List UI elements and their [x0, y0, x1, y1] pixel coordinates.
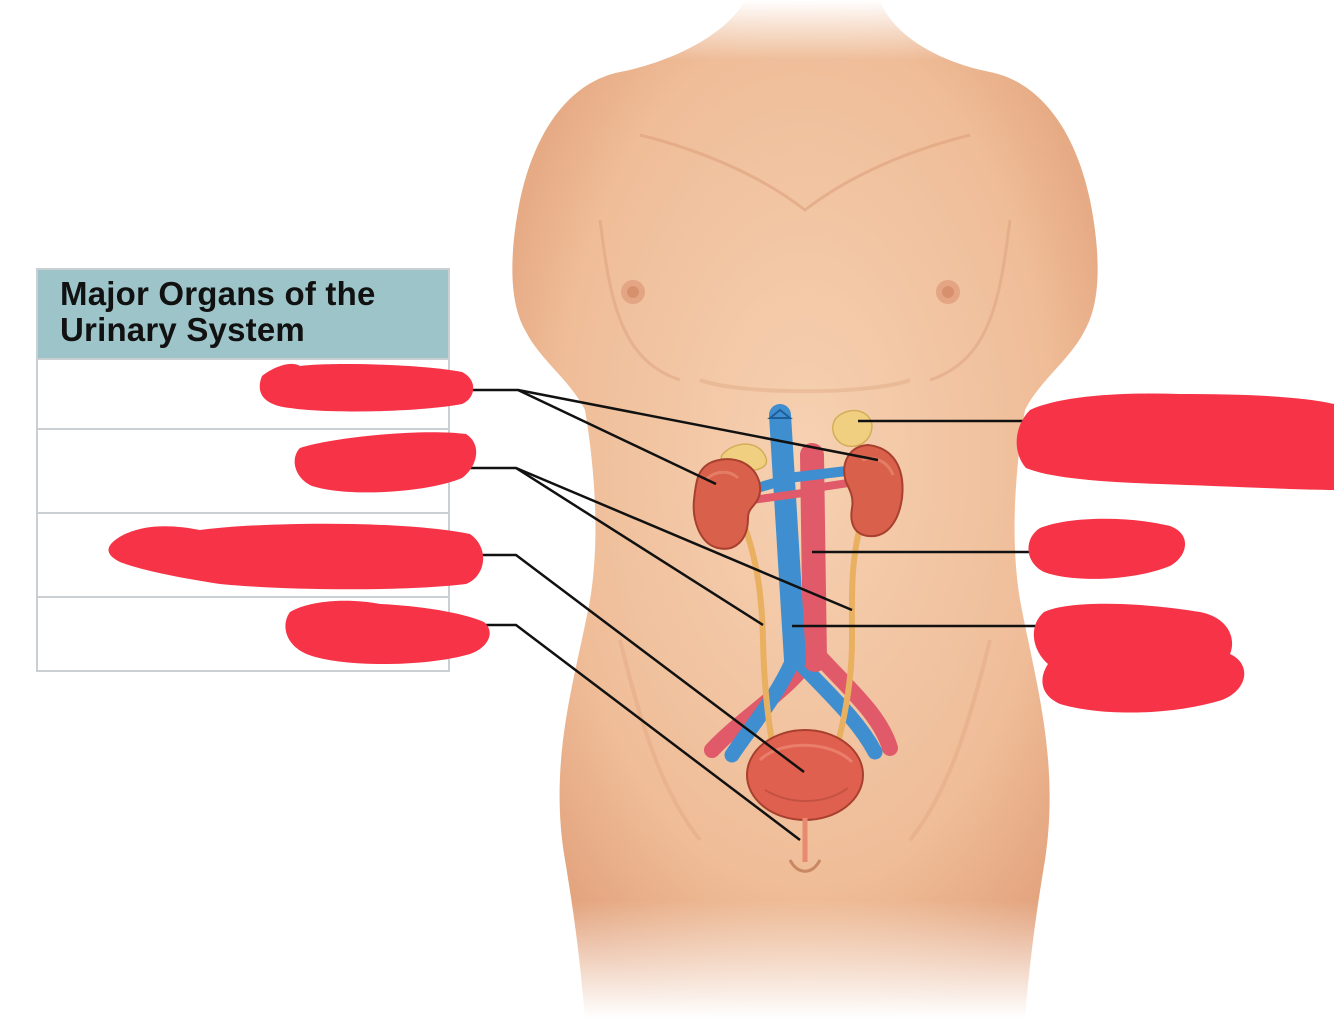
leader-lines [452, 388, 1050, 841]
table-header: Major Organs of the Urinary System [38, 270, 448, 358]
left-iliac-vein [724, 652, 801, 763]
right-iliac-artery [810, 647, 898, 756]
right-adrenal-gland [832, 409, 873, 448]
redaction-mark [1033, 603, 1245, 713]
right-ureter [827, 519, 865, 771]
table-row [38, 428, 448, 512]
redaction-mark [1016, 393, 1334, 490]
redaction-mark [108, 523, 484, 590]
table-row [38, 596, 448, 672]
right-iliac-vein [789, 652, 883, 760]
table-row [38, 358, 448, 428]
table-title-line2: Urinary System [60, 311, 305, 348]
redaction-mark [294, 432, 477, 493]
table-row [38, 512, 448, 596]
inferior-vena-cava [769, 404, 806, 671]
redaction-mark [1028, 518, 1186, 579]
redaction-mark [259, 363, 474, 412]
table-title-line1: Major Organs of the [60, 275, 376, 312]
redaction-mark [285, 600, 490, 665]
